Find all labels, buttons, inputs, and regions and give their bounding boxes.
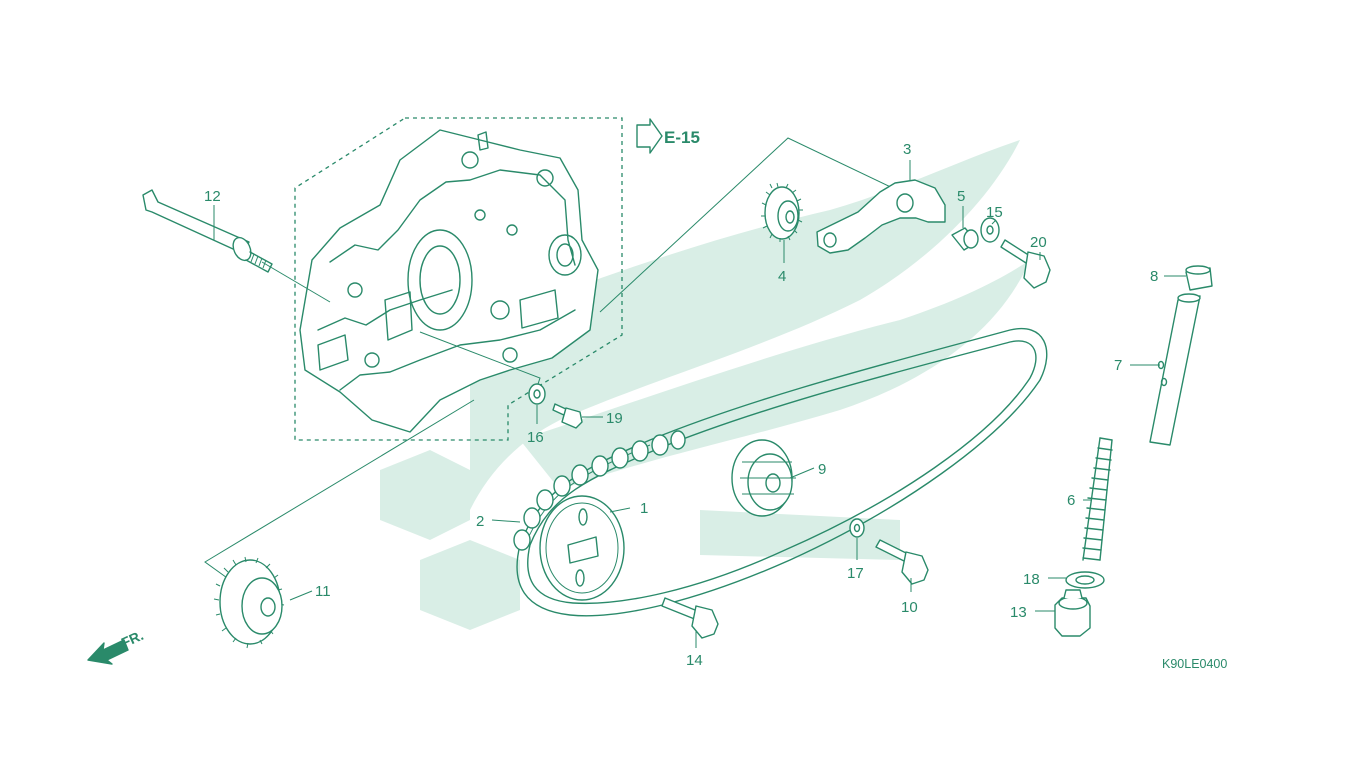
callout-17: 17 bbox=[847, 565, 864, 582]
part-1-sprocket bbox=[539, 495, 625, 601]
crankcase-illustration bbox=[299, 129, 599, 433]
callout-3: 3 bbox=[903, 141, 911, 158]
part-11-sprocket bbox=[213, 556, 285, 649]
part-2-cam-chain bbox=[513, 327, 1048, 617]
part-15-washer bbox=[980, 217, 1000, 243]
callout-9: 9 bbox=[818, 461, 826, 478]
part-17-washer bbox=[849, 518, 865, 538]
part-6-spring bbox=[1082, 437, 1113, 561]
part-10-bolt bbox=[875, 539, 929, 585]
engine-case-boundary bbox=[294, 117, 623, 441]
part-16-washer bbox=[528, 383, 546, 405]
leader-case-to-tensioner bbox=[599, 137, 919, 313]
part-18-washer bbox=[1065, 571, 1105, 589]
callout-6: 6 bbox=[1067, 492, 1075, 509]
part-7-tube bbox=[1149, 293, 1201, 446]
figure-code: K90LE0400 bbox=[1162, 657, 1227, 671]
callout-20: 20 bbox=[1030, 234, 1047, 251]
leader-bolt-to-case bbox=[261, 261, 331, 303]
callout-12: 12 bbox=[204, 188, 221, 205]
callout-11: 11 bbox=[315, 583, 331, 600]
part-9-roller bbox=[731, 439, 796, 517]
part-13-plug bbox=[1054, 589, 1091, 637]
callout-16: 16 bbox=[527, 429, 544, 446]
part-8-cap bbox=[1185, 265, 1213, 291]
part-12-bolt bbox=[142, 189, 273, 273]
front-direction-label: FR. bbox=[119, 627, 146, 651]
callout-2: 2 bbox=[476, 513, 484, 530]
callout-1: 1 bbox=[640, 500, 648, 517]
callout-15: 15 bbox=[986, 204, 1003, 221]
front-direction-arrow bbox=[87, 639, 129, 665]
callout-18: 18 bbox=[1023, 571, 1040, 588]
callout-13: 13 bbox=[1010, 604, 1027, 621]
part-4-sprocket bbox=[761, 182, 803, 242]
part-5-collar bbox=[951, 227, 979, 251]
part-14-bolt bbox=[661, 597, 719, 639]
callout-14: 14 bbox=[686, 652, 703, 669]
part-20-bolt bbox=[1000, 239, 1051, 289]
part-19-bolt bbox=[552, 403, 583, 429]
reference-label: E-15 bbox=[664, 128, 700, 147]
callout-19: 19 bbox=[606, 410, 623, 427]
callout-labels: 1 2 3 4 5 6 7 8 9 10 11 12 13 14 15 16 1… bbox=[204, 141, 1158, 669]
callout-leaders bbox=[213, 160, 1186, 648]
callout-8: 8 bbox=[1150, 268, 1158, 285]
part-3-tensioner-arm bbox=[816, 179, 946, 254]
callout-5: 5 bbox=[957, 188, 965, 205]
leader-case-to-11 bbox=[204, 399, 475, 581]
callout-4: 4 bbox=[778, 268, 786, 285]
reference-arrow bbox=[636, 118, 663, 154]
callout-7: 7 bbox=[1114, 357, 1122, 374]
callout-10: 10 bbox=[901, 599, 918, 616]
watermark-logo bbox=[380, 140, 1030, 630]
chain-links bbox=[513, 430, 686, 551]
